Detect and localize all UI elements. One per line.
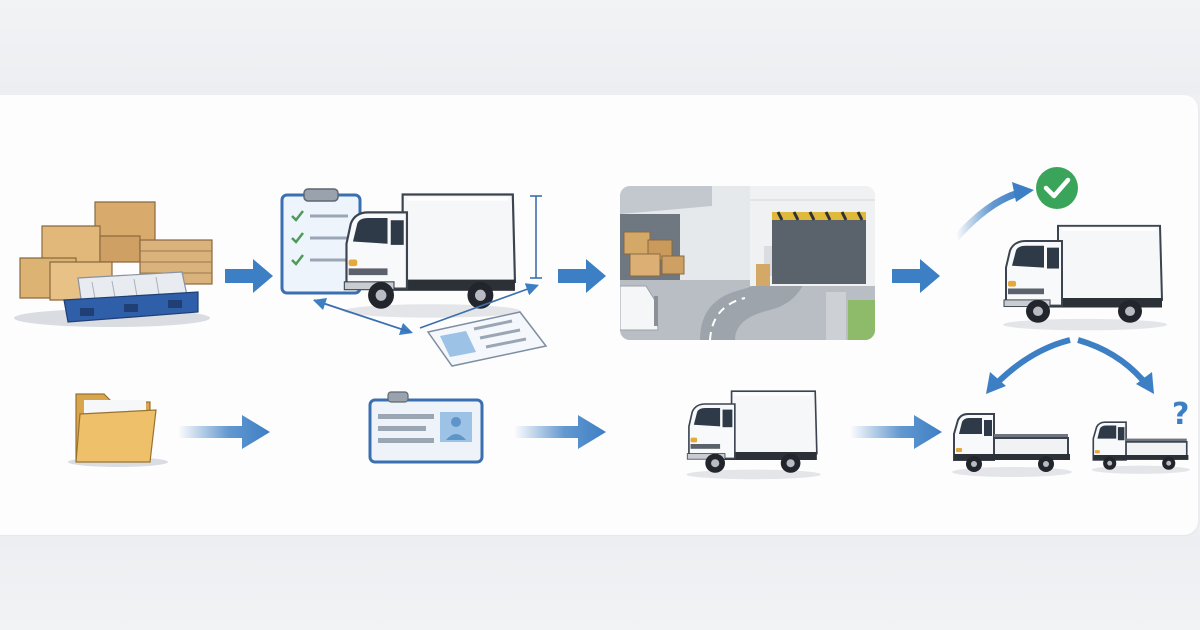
split-arrow-right-head [1136,372,1154,394]
fade-arrow-2-3 [850,415,942,449]
id-card-icon [368,391,484,464]
fade-arrow-2-1 [178,415,270,449]
folder-icon [68,393,168,467]
approved-truck-icon [1001,224,1169,332]
document-form-icon [426,311,548,367]
cargo-boxes-icon [14,201,213,327]
truck-icon [341,192,523,320]
truck-icon-row-2 [685,389,823,481]
arrow-1-2 [558,259,606,293]
question-mark-icon: ? [1172,397,1189,432]
fade-arrow-2-2 [514,415,606,449]
check-circle-icon [1036,167,1078,209]
top-band [0,0,1200,94]
split-arrow-left-head [986,372,1006,394]
flatbed-truck-icon [951,413,1073,478]
bottom-band [0,536,1200,630]
dimension-arrows-icon [312,195,542,336]
arrow-1-3 [892,259,940,293]
split-arrows [993,337,1149,387]
loading-dock-icon [620,186,875,340]
arrow-1-1 [225,259,273,293]
upward-curve-arrow [953,182,1034,241]
